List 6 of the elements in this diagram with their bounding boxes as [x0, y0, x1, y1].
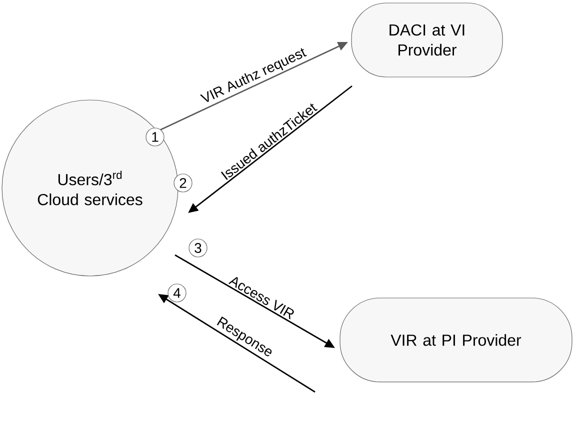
callout-number: 2 [174, 174, 192, 192]
rounded-box: VIR at PI Provider [340, 298, 572, 382]
callout-number: 1 [146, 128, 164, 146]
callout-number: 3 [188, 238, 208, 258]
callout-number: 4 [168, 284, 186, 302]
rounded-box: DACI at VI Provider [351, 2, 503, 78]
